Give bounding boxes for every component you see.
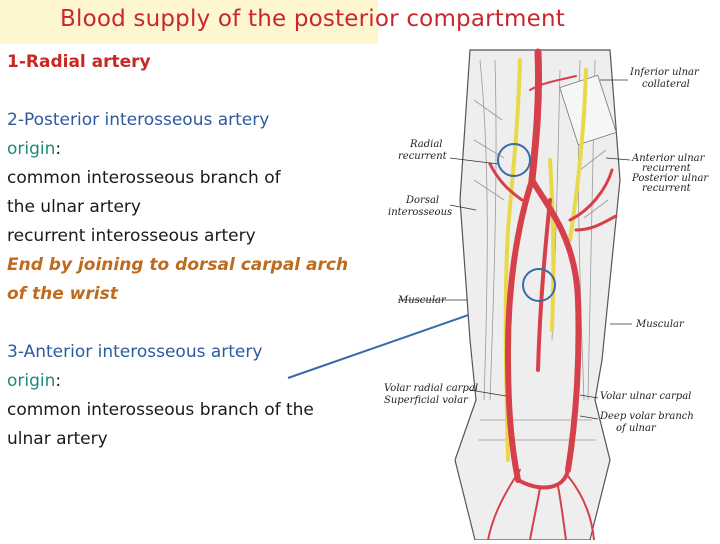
label-radial-recurrent: recurrent bbox=[398, 151, 447, 162]
slide-title: Blood supply of the posterior compartmen… bbox=[60, 6, 565, 32]
posterior-origin-text-1: common interosseous branch of bbox=[7, 168, 281, 188]
item-anterior-heading: 3-Anterior interosseous artery bbox=[7, 342, 263, 362]
forearm-artery-drawing bbox=[398, 48, 632, 541]
label-muscular-right: Muscular bbox=[636, 319, 684, 330]
label-inferior-ulnar: Inferior ulnar bbox=[630, 67, 699, 78]
text-content: 1-Radial artery 2-Posterior interosseous… bbox=[7, 48, 367, 454]
label-of-ulnar: of ulnar bbox=[616, 423, 656, 434]
posterior-origin-text-2: the ulnar artery bbox=[7, 197, 141, 217]
label-posterior-recurrent: recurrent bbox=[642, 183, 691, 194]
label-muscular-left: Muscular bbox=[398, 295, 446, 306]
posterior-end-text-1: End by joining to dorsal carpal arch bbox=[7, 255, 349, 275]
label-volar-ulnar-carpal: Volar ulnar carpal bbox=[600, 391, 692, 402]
title-background bbox=[0, 0, 378, 44]
label-superficial-volar: Superficial volar bbox=[384, 395, 468, 406]
posterior-recurrent-text: recurrent interosseous artery bbox=[7, 226, 256, 246]
label-anterior-recurrent: recurrent bbox=[642, 163, 691, 174]
label-posterior-ulnar: Posterior ulnar bbox=[632, 173, 709, 184]
posterior-origin-colon: : bbox=[55, 139, 62, 159]
anterior-origin-colon: : bbox=[55, 371, 62, 391]
label-deep-volar-branch: Deep volar branch bbox=[600, 411, 694, 422]
anterior-origin-label: origin bbox=[7, 371, 56, 391]
item-radial-artery: 1-Radial artery bbox=[7, 52, 151, 72]
forearm-illustration: Inferior ulnar collateral Radial recurre… bbox=[380, 40, 720, 541]
item-posterior-heading: 2-Posterior interosseous artery bbox=[7, 110, 270, 130]
anterior-origin-line: origin: bbox=[7, 367, 367, 396]
label-anterior-ulnar: Anterior ulnar bbox=[632, 153, 705, 164]
label-dorsal: Dorsal bbox=[406, 195, 440, 206]
anterior-origin-text-2: ulnar artery bbox=[7, 429, 108, 449]
posterior-origin-line: origin: bbox=[7, 135, 367, 164]
label-volar-radial-carpal: Volar radial carpal bbox=[384, 383, 479, 394]
label-dorsal-interosseous: interosseous bbox=[388, 207, 453, 218]
posterior-end-text-2: of the wrist bbox=[7, 284, 118, 304]
anterior-origin-text-1: common interosseous branch of the bbox=[7, 400, 314, 420]
label-radial: Radial bbox=[410, 139, 443, 150]
posterior-origin-label: origin bbox=[7, 139, 56, 159]
label-collateral: collateral bbox=[642, 79, 690, 90]
